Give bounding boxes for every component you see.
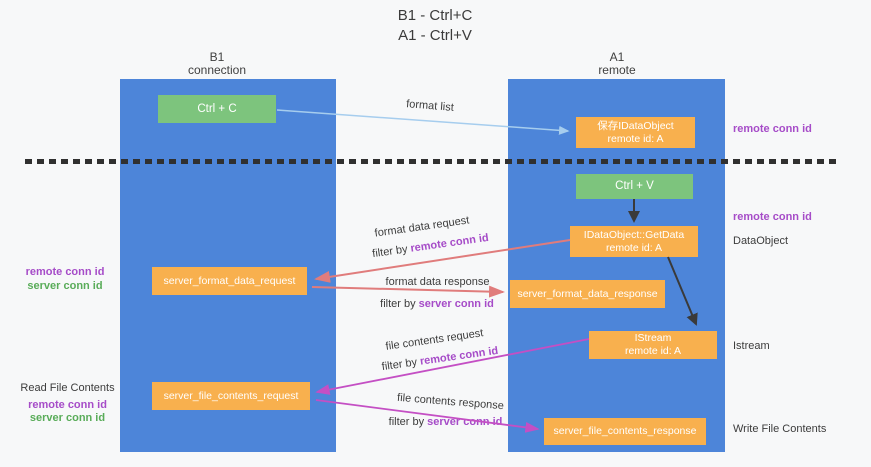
dashed-divider-line — [25, 159, 836, 164]
column-b1-sub: connection — [187, 63, 247, 77]
label-remote-conn-id-left-2: remote conn id — [28, 399, 107, 411]
ctrl-c-label: Ctrl + C — [197, 102, 237, 115]
column-a1-name: A1 — [609, 50, 625, 64]
save-idataobject-line1: 保存IDataObject — [597, 119, 674, 132]
label-dataobject: DataObject — [733, 235, 789, 247]
label-filter-by-server-1: filter by server conn id — [362, 298, 512, 310]
save-idataobject-line2: remote id: A — [607, 132, 664, 145]
box-server-format-data-response: server_format_data_response — [510, 280, 665, 308]
filter-server-conn-id: server conn id — [418, 298, 494, 310]
getdata-line2: remote id: A — [605, 241, 663, 254]
box-save-idataobject: 保存IDataObject remote id: A — [576, 117, 695, 148]
title-line-2: A1 - Ctrl+V — [398, 27, 472, 44]
box-server-file-contents-request: server_file_contents_request — [152, 382, 310, 410]
filter-server-conn-id: server conn id — [427, 416, 503, 428]
label-filter-by-server-2: filter by server conn id — [368, 416, 523, 428]
filter-by-text: filter by — [381, 355, 421, 374]
title-line-1: B1 - Ctrl+C — [397, 7, 473, 24]
server-format-data-response-label: server_format_data_response — [517, 287, 658, 300]
label-server-conn-id-left-2: server conn id — [29, 412, 106, 424]
label-remote-conn-id-left-1: remote conn id — [25, 266, 105, 278]
box-ctrl-c: Ctrl + C — [158, 95, 276, 123]
label-format-data-response: format data response — [385, 276, 490, 288]
label-remote-conn-id-top-right: remote conn id — [733, 123, 812, 135]
filter-by-text: filter by — [380, 298, 419, 310]
label-format-list: format list — [405, 98, 455, 114]
box-ctrl-v: Ctrl + V — [576, 174, 693, 199]
server-file-contents-request-label: server_file_contents_request — [163, 389, 299, 402]
box-idataobject-getdata: IDataObject::GetData remote id: A — [570, 226, 698, 257]
server-format-data-request-label: server_format_data_request — [163, 274, 296, 287]
label-write-file-contents: Write File Contents — [733, 423, 827, 435]
getdata-line1: IDataObject::GetData — [583, 228, 685, 241]
filter-remote-conn-id: remote conn id — [409, 231, 490, 255]
istream-line2: remote id: A — [624, 345, 682, 357]
column-b1-name: B1 — [209, 50, 225, 64]
label-file-contents-response: file contents response — [396, 391, 505, 413]
label-read-file-contents: Read File Contents — [20, 382, 115, 394]
column-a1-header: A1 remote — [557, 51, 677, 77]
ctrl-v-label: Ctrl + V — [615, 180, 654, 192]
column-a1-sub: remote — [598, 63, 636, 77]
box-server-file-contents-response: server_file_contents_response — [544, 418, 706, 445]
filter-by-text: filter by — [371, 242, 412, 261]
label-conn-ids-left: remote conn id server conn id — [15, 265, 115, 293]
label-remote-conn-id-right-2: remote conn id — [733, 211, 812, 223]
label-server-conn-id-left-1: server conn id — [27, 280, 103, 292]
page-title: B1 - Ctrl+C A1 - Ctrl+V — [330, 6, 540, 46]
box-istream: IStream remote id: A — [589, 331, 717, 359]
label-istream-right: Istream — [733, 340, 770, 352]
column-b1-header: B1 connection — [157, 51, 277, 77]
filter-remote-conn-id: remote conn id — [419, 344, 499, 368]
filter-by-text: filter by — [388, 416, 428, 428]
box-server-format-data-request: server_format_data_request — [152, 267, 307, 295]
istream-line1: IStream — [634, 332, 672, 344]
server-file-contents-response-label: server_file_contents_response — [553, 425, 697, 437]
